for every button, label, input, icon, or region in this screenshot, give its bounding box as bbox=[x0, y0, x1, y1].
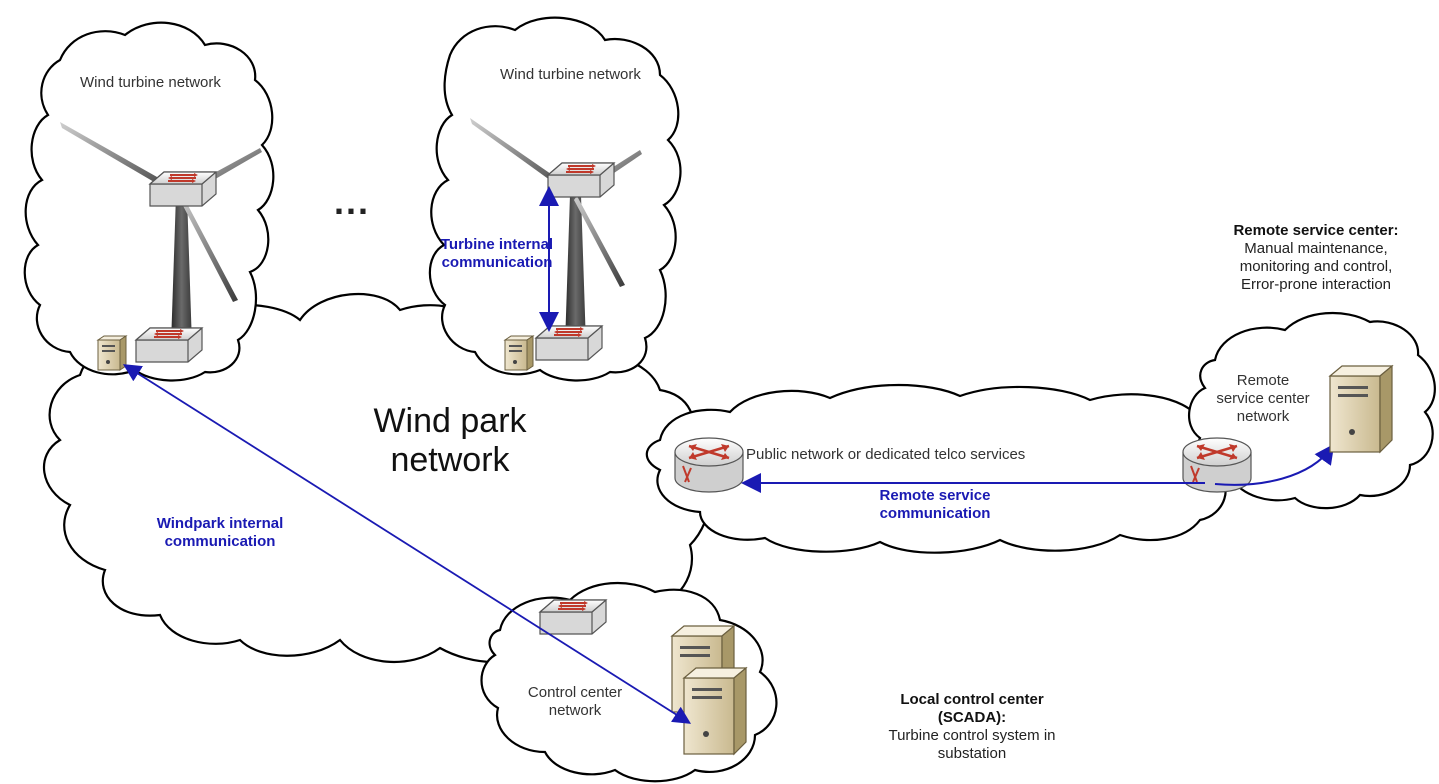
remote-service-link-curve bbox=[1214, 443, 1335, 486]
switch-icon bbox=[135, 327, 203, 363]
remote-cloud-label: Remote service center network bbox=[1216, 372, 1310, 425]
turbine-cloud-1 bbox=[23, 21, 275, 382]
router-icon bbox=[673, 436, 745, 494]
windpark-internal-link bbox=[122, 364, 692, 724]
windpark-internal-label: Windpark internal communication bbox=[156, 515, 284, 550]
remote-service-comm-label: Remote service communication bbox=[879, 487, 991, 522]
ellipsis: ... bbox=[334, 181, 371, 222]
switch-icon bbox=[535, 325, 603, 361]
server-icon bbox=[504, 335, 534, 371]
server-icon bbox=[97, 335, 127, 371]
control-cloud-label: Control center network bbox=[527, 684, 623, 719]
turbine-2-label: Wind turbine network bbox=[500, 66, 641, 83]
switch-icon bbox=[539, 599, 607, 635]
remote-center-note: Remote service center: Manual maintenanc… bbox=[1233, 222, 1399, 293]
remote-server-icon bbox=[1329, 365, 1393, 453]
public-network-label: Public network or dedicated telco servic… bbox=[746, 446, 1026, 463]
turbine-internal-label: Turbine internal communication bbox=[440, 236, 554, 271]
wind-park-title: Wind park network bbox=[373, 402, 527, 480]
control-server-icon bbox=[683, 667, 747, 755]
public-network-cloud bbox=[645, 383, 1227, 554]
local-center-note: Local control center (SCADA): Turbine co… bbox=[888, 691, 1056, 762]
switch-icon bbox=[149, 171, 217, 207]
turbine-1-label: Wind turbine network bbox=[80, 74, 221, 91]
switch-icon bbox=[547, 162, 615, 198]
